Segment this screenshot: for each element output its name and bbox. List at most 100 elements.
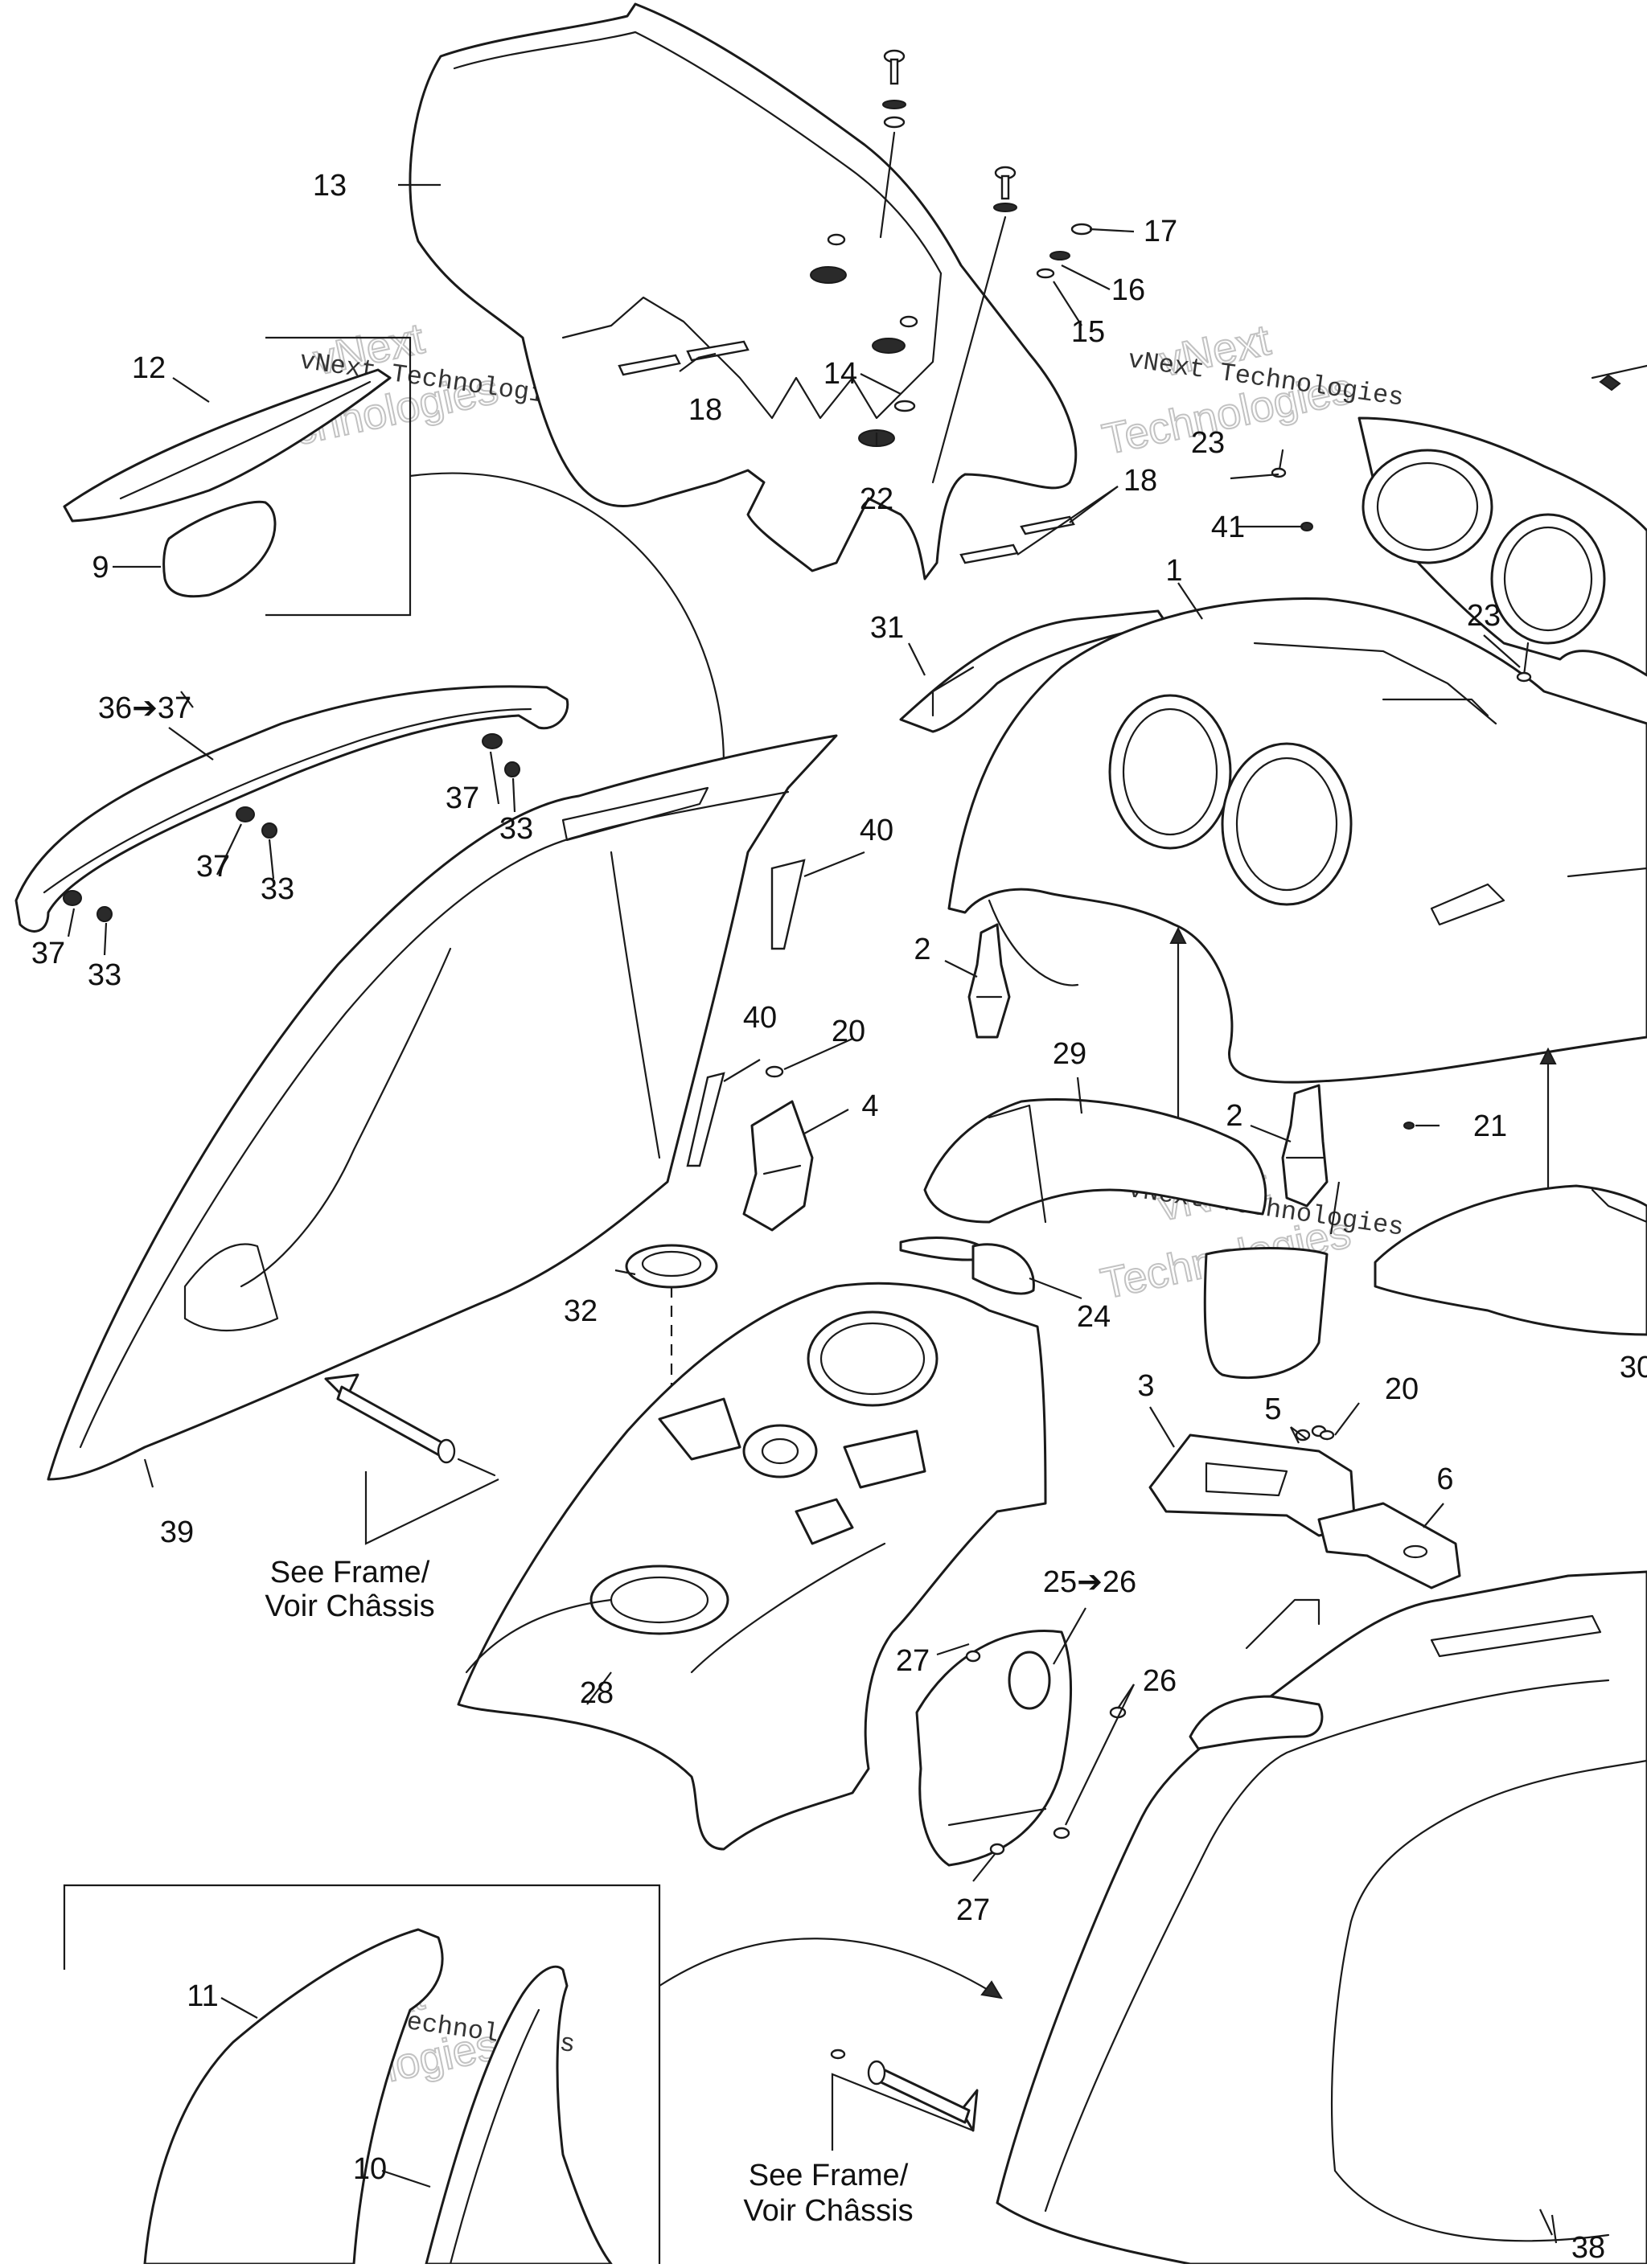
washer-icon xyxy=(883,116,906,129)
panel-part-29 xyxy=(923,1097,1267,1224)
reference-line1: See Frame/ xyxy=(749,2159,909,2192)
callout-c37c: 37 xyxy=(31,937,65,970)
callout-c31: 31 xyxy=(870,611,904,645)
panel-part-10 xyxy=(425,1965,613,2266)
callout-c28: 28 xyxy=(580,1676,614,1710)
side-panel-part-38 xyxy=(996,1570,1647,2266)
arrows-vertical xyxy=(1169,926,1557,1202)
lid-part-24 xyxy=(899,1237,1035,1295)
screw-icon xyxy=(899,315,918,328)
callout-c11: 11 xyxy=(187,1979,218,2013)
callout-c2a: 2 xyxy=(914,933,930,966)
callout-c37a: 37 xyxy=(446,781,479,815)
callout-c10: 10 xyxy=(353,2152,387,2186)
screw-icon xyxy=(1070,223,1093,236)
callout-c40a: 40 xyxy=(860,814,893,847)
callout-c22: 22 xyxy=(860,482,893,516)
callout-c21: 21 xyxy=(1473,1109,1507,1143)
callout-c27b: 27 xyxy=(956,1893,990,1927)
callout-c33a: 33 xyxy=(499,812,533,846)
spacer-icon xyxy=(893,400,916,412)
handle-part-36 xyxy=(14,685,569,933)
callout-c20b: 20 xyxy=(1385,1372,1419,1406)
callout-c1: 1 xyxy=(1165,554,1182,588)
callout-c32: 32 xyxy=(564,1294,598,1328)
plate-part-6 xyxy=(1317,1502,1461,1589)
callout-c12: 12 xyxy=(132,351,166,385)
callout-c3: 3 xyxy=(1137,1369,1154,1403)
bracket-part-2-left xyxy=(967,923,1011,1039)
callout-c33b: 33 xyxy=(261,872,294,906)
panel-part-11 xyxy=(143,1928,444,2266)
washer-icon xyxy=(882,100,906,109)
screw-shank-icon xyxy=(889,58,899,85)
washer-icon xyxy=(1036,268,1055,279)
screw-shank-icon xyxy=(1000,174,1010,200)
callout-c16: 16 xyxy=(1111,273,1145,307)
inset-frame-bottom xyxy=(63,1884,661,2264)
washer-icon xyxy=(1049,251,1070,260)
strips-part-18 xyxy=(618,340,1075,564)
strips-part-40 xyxy=(686,859,806,1167)
callout-c18a: 18 xyxy=(688,393,722,427)
console-part-28 xyxy=(457,1282,1047,1851)
callout-c39: 39 xyxy=(160,1515,194,1549)
cover-part-24-back xyxy=(1203,1247,1329,1380)
reference-line1: See Frame/ xyxy=(270,1556,430,1589)
callout-c33c: 33 xyxy=(88,958,121,992)
reference-line2: Voir Châssis xyxy=(265,1589,434,1623)
callout-c6: 6 xyxy=(1436,1462,1453,1496)
bracket-part-4 xyxy=(742,1065,814,1232)
reference-note-left: See Frame/ Voir Châssis xyxy=(265,1556,434,1623)
speedometer-bracket xyxy=(1357,364,1647,677)
trim-part-12 xyxy=(63,368,392,523)
rubber-mount-icon xyxy=(810,266,847,284)
bracket-part-2-right xyxy=(1281,1084,1329,1208)
callout-labels: 1 2 2 3 4 5 6 9 10 11 12 13 14 15 16 17 … xyxy=(31,169,1647,2265)
washer-icon xyxy=(993,203,1017,212)
fasteners-33-37 xyxy=(63,733,520,922)
windshield-part-13 xyxy=(409,2,1078,580)
callout-c25: 25➔26 xyxy=(1043,1565,1136,1599)
callout-c40b: 40 xyxy=(743,1001,777,1035)
reference-note-right: See Frame/ Voir Châssis xyxy=(743,2159,913,2228)
callout-c18b: 18 xyxy=(1123,464,1157,498)
callout-c2b: 2 xyxy=(1226,1099,1242,1133)
rubber-mount-icon xyxy=(872,338,906,354)
callout-c23b: 23 xyxy=(1467,599,1501,633)
callout-c4: 4 xyxy=(861,1089,878,1123)
callout-c5: 5 xyxy=(1264,1392,1281,1426)
bolts-23-41 xyxy=(1271,449,1532,1130)
gasket-part-32 xyxy=(625,1244,718,1289)
panel-part-9 xyxy=(162,500,277,598)
callout-c37b: 37 xyxy=(196,850,230,884)
arrow-head-icon xyxy=(980,1980,1003,1999)
inset-arrow-bottom xyxy=(659,1938,1002,1999)
callout-c38: 38 xyxy=(1571,2231,1605,2264)
side-panel-part-39 xyxy=(47,734,838,1481)
inset-frame-top xyxy=(265,336,412,617)
callout-c9: 9 xyxy=(92,551,109,584)
cushion-part-30 xyxy=(1374,1184,1647,1336)
fairing-part-1 xyxy=(947,597,1647,1084)
callout-c23a: 23 xyxy=(1191,426,1225,460)
callout-c26: 26 xyxy=(1143,1664,1177,1698)
frame-bolt-right xyxy=(830,2049,979,2132)
reference-line2: Voir Châssis xyxy=(743,2194,913,2228)
callout-c15: 15 xyxy=(1071,315,1105,349)
callout-c17: 17 xyxy=(1144,215,1177,248)
callout-c30: 30 xyxy=(1620,1351,1647,1384)
frame-bolt-left xyxy=(324,1373,496,1477)
callout-c29: 29 xyxy=(1053,1037,1086,1071)
callout-c41: 41 xyxy=(1211,511,1245,544)
callout-c14: 14 xyxy=(824,357,857,391)
grommet-icon xyxy=(827,233,846,246)
callout-c13: 13 xyxy=(313,169,347,203)
callout-c27a: 27 xyxy=(896,1644,930,1678)
lamp-part-25 xyxy=(915,1630,1127,1867)
leader-lines xyxy=(67,183,1558,2244)
callout-c20a: 20 xyxy=(832,1015,865,1048)
callout-c36: 36➔37 xyxy=(98,691,191,725)
